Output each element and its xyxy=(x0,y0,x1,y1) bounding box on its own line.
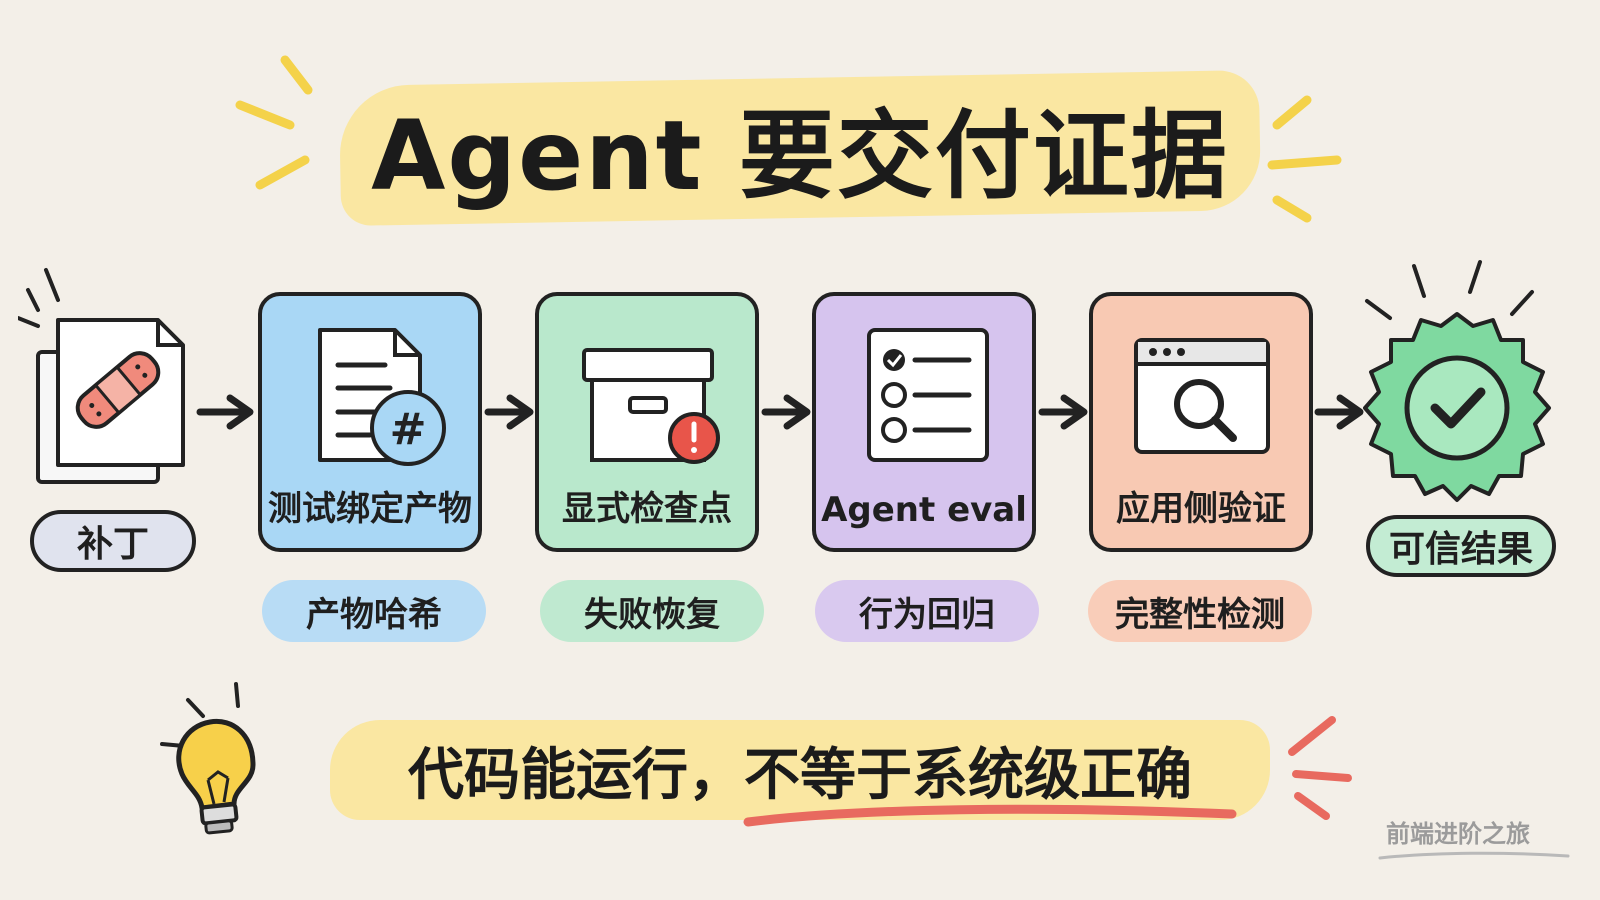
message-highlight xyxy=(330,720,1270,820)
box-alert-icon xyxy=(582,348,720,464)
key-message: 代码能运行，不等于系统级正确 xyxy=(408,742,1192,808)
flow-arrow-3 xyxy=(761,392,813,432)
step-card-test-binding: # 测试绑定产物 xyxy=(258,292,482,552)
step-card-checkpoint: 显式检查点 xyxy=(535,292,759,552)
browser-search-icon xyxy=(1134,338,1270,454)
watermark-underline xyxy=(1378,851,1570,860)
bandage-document-icon xyxy=(18,268,185,484)
arrow-right-icon xyxy=(1314,394,1364,430)
flow-arrow-4 xyxy=(1038,392,1090,432)
message-sparkle-icon xyxy=(1288,716,1352,820)
checklist-icon xyxy=(867,328,989,462)
arrow-right-icon xyxy=(761,394,811,430)
watermark: 前端进阶之旅 xyxy=(1386,820,1530,848)
arrow-right-icon xyxy=(484,394,534,430)
arrow-right-icon xyxy=(196,394,254,430)
flow-arrow-1 xyxy=(196,392,258,432)
step-tag-integrity-check: 完整性检测 xyxy=(1088,580,1312,642)
step-label: 显式检查点 xyxy=(562,489,732,529)
step-tag-artifact-hash: 产物哈希 xyxy=(262,580,486,642)
svg-text:#: # xyxy=(390,404,427,455)
flow-arrow-5 xyxy=(1314,392,1366,432)
lightbulb-icon xyxy=(160,682,256,835)
title-sparkle-right-icon xyxy=(1267,95,1342,223)
start-label-patch: 补丁 xyxy=(30,510,196,572)
message-underline xyxy=(743,804,1237,827)
step-label: 应用侧验证 xyxy=(1116,489,1286,529)
step-card-app-verification: 应用侧验证 xyxy=(1089,292,1313,552)
step-tag-behavior-regression: 行为回归 xyxy=(815,580,1039,642)
step-card-agent-eval: Agent eval xyxy=(812,292,1036,552)
step-label: Agent eval xyxy=(821,490,1027,530)
arrow-right-icon xyxy=(1038,394,1088,430)
page-title: Agent 要交付证据 xyxy=(371,99,1229,212)
flow-arrow-2 xyxy=(484,392,536,432)
check-badge-icon xyxy=(1363,260,1551,502)
title-sparkle-left-icon xyxy=(235,55,313,190)
step-label: 测试绑定产物 xyxy=(268,489,472,529)
step-tag-failure-recovery: 失败恢复 xyxy=(540,580,764,642)
end-label-trusted-result: 可信结果 xyxy=(1366,515,1556,577)
document-hash-icon: # xyxy=(318,328,446,466)
